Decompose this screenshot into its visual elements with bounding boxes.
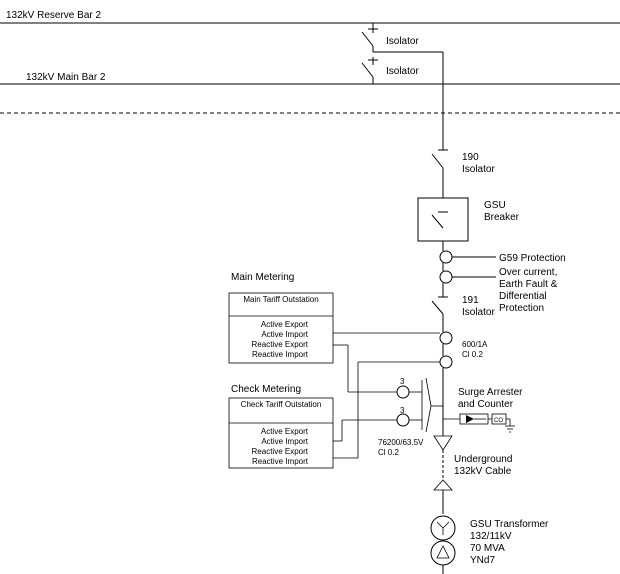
main-busbar-label: 132kV Main Bar 2	[26, 72, 106, 83]
vt-class-label: Cl 0.2	[378, 448, 399, 457]
main-channel-active-export: Active Export	[261, 320, 309, 329]
metering-wiring	[333, 332, 440, 459]
check-channel-reactive-export: Reactive Export	[252, 447, 309, 456]
cable-sealing-end-bottom	[433, 479, 453, 491]
main-tariff-outstation: Main Tariff Outstation Active Export Act…	[228, 292, 334, 364]
isolator-191-number: 191	[462, 295, 479, 306]
protection-label-line4: Protection	[499, 303, 544, 314]
check-outstation-label: Check Tariff Outstation	[241, 400, 322, 409]
g59-protection-ct	[439, 250, 453, 264]
reserve-busbar: 132kV Reserve Bar 2	[0, 10, 620, 24]
cable-label-line1: Underground	[454, 454, 512, 465]
check-channel-active-import: Active Import	[261, 437, 308, 446]
vt-winding-main-count: 3	[400, 377, 405, 386]
transformer-label-line2: 132/11kV	[470, 531, 512, 542]
metering-ct-check	[439, 355, 453, 369]
isolator-190-symbol	[431, 149, 448, 198]
surge-arrester-label-line1: Surge Arrester	[458, 387, 523, 398]
surge-counter-label: CO	[494, 418, 503, 424]
isolator-reserve-symbol	[361, 23, 443, 53]
vt-winding-check	[396, 413, 410, 427]
protection-ct	[439, 270, 453, 284]
vt-winding-check-count: 3	[400, 406, 405, 415]
isolator-190-label: Isolator	[462, 164, 495, 175]
main-channel-reactive-import: Reactive Import	[252, 350, 309, 359]
ct-class-label: Cl 0.2	[462, 350, 483, 359]
isolator-main-symbol	[361, 57, 378, 84]
isolator-main-label: Isolator	[386, 66, 419, 77]
main-channel-active-import: Active Import	[261, 330, 308, 339]
isolator-reserve-label: Isolator	[386, 36, 419, 47]
vt-ratio-label: 76200/63.5V	[378, 438, 424, 447]
protection-label-line2: Earth Fault &	[499, 279, 558, 290]
vt-link	[409, 377, 443, 433]
check-channel-reactive-import: Reactive Import	[252, 457, 309, 466]
transformer-label-line1: GSU Transformer	[470, 519, 549, 530]
protection-label-line3: Differential	[499, 291, 547, 302]
main-busbar: 132kV Main Bar 2	[0, 72, 620, 85]
gsu-breaker-label-line2: Breaker	[484, 212, 520, 223]
main-channel-reactive-export: Reactive Export	[252, 340, 309, 349]
protection-label-line1: Over current,	[499, 267, 557, 278]
main-outstation-label: Main Tariff Outstation	[243, 295, 318, 304]
surge-arrester-label-line2: and Counter	[458, 399, 514, 410]
transformer-label-line4: YNd7	[470, 555, 495, 566]
ct-ratio-label: 600/1A	[462, 340, 488, 349]
check-metering-title: Check Metering	[231, 384, 301, 395]
g59-protection-label: G59 Protection	[499, 253, 566, 264]
isolator-191-symbol	[431, 296, 448, 332]
isolator-190-number: 190	[462, 152, 479, 163]
main-metering-title: Main Metering	[231, 272, 294, 283]
gsu-breaker-symbol	[417, 197, 469, 251]
vt-winding-main	[396, 385, 410, 399]
check-tariff-outstation: Check Tariff Outstation Active Export Ac…	[228, 397, 334, 469]
isolator-191-label: Isolator	[462, 307, 495, 318]
cable-label-line2: 132kV Cable	[454, 466, 512, 477]
surge-arrester-symbol: CO	[443, 413, 515, 433]
check-channel-active-export: Active Export	[261, 427, 309, 436]
gsu-transformer-symbol	[430, 515, 456, 574]
metering-ct-main	[439, 331, 453, 345]
gsu-breaker-label-line1: GSU	[484, 200, 506, 211]
reserve-busbar-label: 132kV Reserve Bar 2	[6, 10, 101, 21]
cable-sealing-end-top	[433, 435, 453, 451]
transformer-label-line3: 70 MVA	[470, 543, 505, 554]
